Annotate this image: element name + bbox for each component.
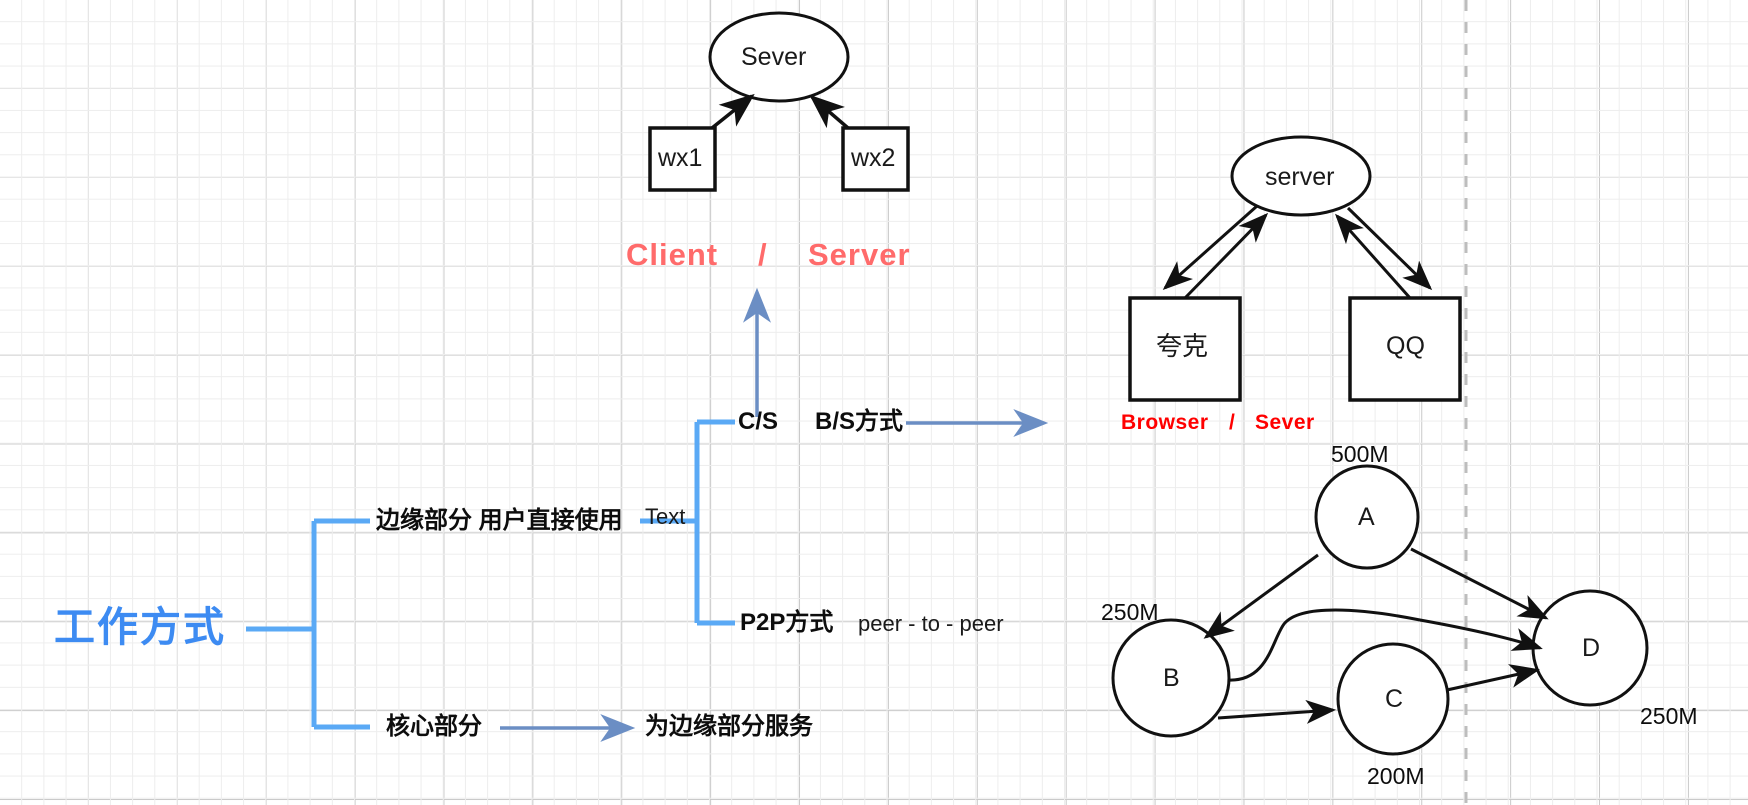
p2p-bandwidth-a: 500M (1331, 441, 1389, 467)
bs-edge-server-to-quark (1162, 204, 1258, 290)
cs-client-label-wx2: wx2 (851, 144, 896, 172)
bs-client-label-quark: 夸克 (1156, 331, 1209, 361)
p2p-bandwidth-c: 200M (1367, 763, 1425, 789)
p2p-node-label-a: A (1358, 503, 1375, 531)
bs-edge-quark-to-server (1183, 212, 1269, 300)
p2p-bandwidth-d: 250M (1640, 703, 1698, 729)
mindmap-label-core-target: 为边缘部分服务 (645, 713, 813, 740)
mindmap-label-core-part: 核心部分 (386, 713, 482, 740)
cs-caption-slash: / (758, 237, 768, 272)
p2p-edge-a-b (1203, 553, 1319, 639)
p2p-node-b (1111, 618, 1231, 738)
p2p-node-c (1336, 642, 1450, 756)
p2p-node-label-b: B (1163, 664, 1180, 692)
bs-caption-slash: / (1229, 411, 1236, 434)
cs-caption-client: Client (626, 237, 719, 272)
bs-server-ellipse (1230, 135, 1372, 217)
p2p-edge-b-c (1217, 699, 1336, 724)
bs-caption-sever: Sever (1255, 411, 1315, 434)
mindmap-label-peer-to-peer: peer - to - peer (858, 611, 1004, 636)
bs-caption-browser: Browser (1121, 411, 1209, 434)
cs-client-box-wx2 (841, 126, 910, 192)
mindmap-label-cs: C/S (738, 408, 779, 435)
p2p-node-a (1314, 464, 1420, 570)
p2p-node-label-c: C (1385, 685, 1404, 713)
mindmap-label-edge-part: 边缘部分 用户直接使用 (376, 507, 623, 534)
mindmap-label-p2p: P2P方式 (740, 609, 834, 636)
cs-server-ellipse (708, 11, 850, 103)
bs-server-label: server (1265, 163, 1335, 191)
p2p-edge-b-d (1227, 608, 1543, 682)
p2p-bandwidth-b: 250M (1101, 599, 1159, 625)
p2p-node-label-d: D (1582, 634, 1601, 662)
mindmap-root-title: 工作方式 (54, 604, 226, 650)
mindmap-junction-label-text: Text (645, 504, 686, 529)
cs-client-label-wx1: wx1 (658, 144, 703, 172)
cs-server-label: Sever (741, 43, 807, 71)
cs-edge-wx2-server (809, 94, 850, 130)
bs-client-box-qq (1348, 296, 1462, 402)
bs-edge-qq-to-server (1335, 213, 1412, 299)
bs-client-box-quark (1128, 296, 1242, 402)
cs-caption-server: Server (808, 237, 911, 272)
p2p-edge-a-d (1410, 547, 1549, 620)
mindmap-label-bs: B/S方式 (815, 408, 904, 435)
cs-client-box-wx1 (648, 126, 717, 192)
bs-client-label-qq: QQ (1386, 332, 1425, 360)
p2p-edge-c-d (1446, 664, 1540, 692)
cs-edge-wx1-server (710, 93, 755, 130)
